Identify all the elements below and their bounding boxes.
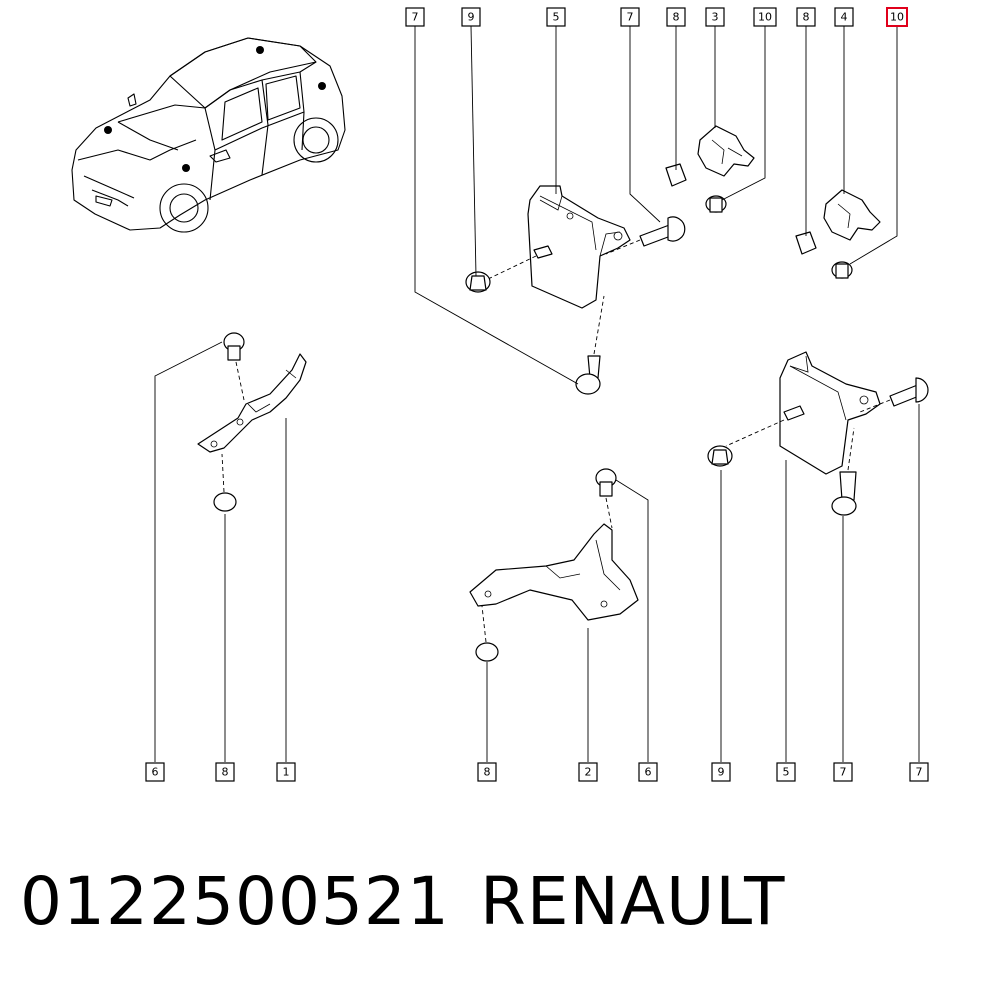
- svg-text:9: 9: [718, 766, 725, 779]
- bottom-callouts: 6 8 1 8 2 6 9 5: [145, 762, 929, 782]
- callout-top-2[interactable]: 5: [546, 7, 566, 27]
- svg-text:10: 10: [890, 11, 904, 24]
- callout-bottom-6[interactable]: 9: [711, 762, 731, 782]
- svg-text:7: 7: [916, 766, 923, 779]
- callout-bottom-0[interactable]: 6: [145, 762, 165, 782]
- callout-bottom-1[interactable]: 8: [215, 762, 235, 782]
- svg-text:1: 1: [283, 766, 290, 779]
- callout-top-0[interactable]: 7: [405, 7, 425, 27]
- part-number: 0122500521: [20, 863, 450, 940]
- callout-top-9-highlighted[interactable]: 10: [886, 7, 908, 27]
- right-hinge-assembly: [707, 351, 929, 516]
- callout-top-7[interactable]: 8: [796, 7, 816, 27]
- upper-hinge-assembly: [465, 185, 686, 395]
- callout-top-8[interactable]: 4: [834, 7, 854, 27]
- callout-bottom-7[interactable]: 5: [776, 762, 796, 782]
- callout-bottom-3[interactable]: 8: [477, 762, 497, 782]
- svg-text:2: 2: [585, 766, 592, 779]
- callout-bottom-2[interactable]: 1: [276, 762, 296, 782]
- callout-top-4[interactable]: 8: [666, 7, 686, 27]
- svg-text:8: 8: [222, 766, 229, 779]
- center-hinge: [469, 468, 639, 662]
- svg-text:8: 8: [803, 11, 810, 24]
- svg-text:5: 5: [783, 766, 790, 779]
- leader-lines: [154, 25, 920, 762]
- callout-bottom-8[interactable]: 7: [833, 762, 853, 782]
- brand-name: RENAULT: [480, 863, 786, 940]
- callout-top-3[interactable]: 7: [620, 7, 640, 27]
- svg-text:5: 5: [553, 11, 560, 24]
- left-hinge: [197, 332, 307, 512]
- svg-text:8: 8: [484, 766, 491, 779]
- svg-text:3: 3: [712, 11, 719, 24]
- svg-text:8: 8: [673, 11, 680, 24]
- callout-bottom-9[interactable]: 7: [909, 762, 929, 782]
- callout-top-5[interactable]: 3: [705, 7, 725, 27]
- svg-text:9: 9: [468, 11, 475, 24]
- vehicle-illustration: [71, 37, 346, 233]
- svg-text:6: 6: [152, 766, 159, 779]
- callout-top-1[interactable]: 9: [461, 7, 481, 27]
- callout-top-6[interactable]: 10: [753, 7, 777, 27]
- svg-text:10: 10: [758, 11, 772, 24]
- svg-text:6: 6: [645, 766, 652, 779]
- svg-text:4: 4: [841, 11, 848, 24]
- callout-bottom-4[interactable]: 2: [578, 762, 598, 782]
- svg-text:7: 7: [627, 11, 634, 24]
- top-callouts: 7 9 5 7 8 3 10 8: [405, 7, 908, 27]
- clip-assemblies: [665, 125, 881, 279]
- svg-text:7: 7: [412, 11, 419, 24]
- callout-bottom-5[interactable]: 6: [638, 762, 658, 782]
- svg-text:7: 7: [840, 766, 847, 779]
